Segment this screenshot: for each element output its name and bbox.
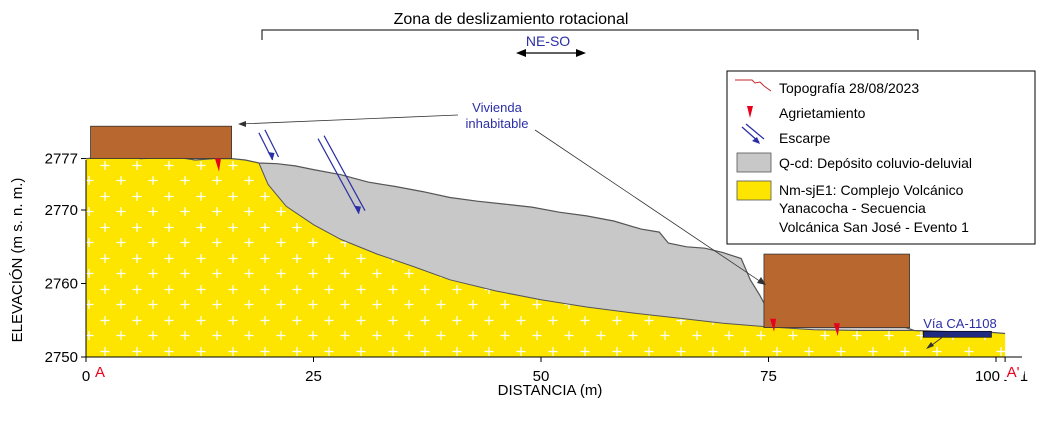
colluvial-deposit-area [258, 163, 915, 331]
scarp-arrow-1 [267, 152, 275, 161]
scarp-arrow-2 [354, 205, 361, 214]
scarp-line-2b [323, 135, 366, 211]
scarp-line-1b [264, 129, 280, 158]
house-label-line-1: Vivienda [472, 100, 522, 115]
y-tick-label-1: 2760 [45, 276, 78, 293]
crack-mark-1 [214, 158, 221, 172]
y-tick-group: 2750 2760 2770 2777 [45, 151, 86, 366]
topography-line-icon [735, 79, 772, 92]
y-tick-label-3: 2777 [45, 151, 78, 168]
landslide-zone-title: Zona de deslizamiento rotacional [394, 11, 629, 28]
direction-arrow-icon [516, 49, 586, 57]
volcanic-swatch-icon [736, 180, 772, 201]
house-block-1 [90, 125, 233, 159]
houses-layer [90, 125, 910, 329]
legend-label-volcanic-3: Volcánica San José - Evento 1 [779, 219, 969, 235]
legend-frame [726, 70, 1036, 245]
road-label: Vía CA-1108 [923, 316, 996, 331]
x-tick-label-4: 100 [975, 368, 1000, 385]
cracks-layer [214, 158, 840, 337]
crack-mark-icon [747, 106, 753, 118]
scarp-line-2a [317, 138, 360, 214]
direction-label: NE-SO [526, 33, 570, 49]
section-end-label: A' [1007, 364, 1020, 381]
legend-label-scarp: Escarpe [779, 130, 831, 146]
crack-mark-2 [770, 318, 777, 332]
legend-label-cracks: Agrietamiento [779, 105, 866, 121]
y-tick-label-2: 2770 [45, 202, 78, 219]
volcanic-unit-texture [86, 155, 1006, 357]
road-leader [926, 332, 949, 349]
house-block-2 [763, 253, 910, 329]
section-start-marker: A [89, 360, 111, 382]
section-end-marker: A' [1001, 359, 1025, 383]
y-tick-label-0: 2750 [45, 349, 78, 366]
legend-label-volcanic-1: Nm-sjE1: Complejo Volcánico [779, 182, 964, 198]
x-tick-label-2: 50 [533, 368, 550, 385]
colluvial-swatch-icon [736, 152, 772, 173]
road-layer [922, 330, 992, 338]
house-label-line-2: inhabitable [466, 116, 529, 131]
scarps-layer [258, 129, 366, 214]
y-axis-label: ELEVACIÓN (m s. n. m.) [9, 178, 26, 343]
scarp-arrows-icon [741, 123, 765, 144]
legend-label-colluvial: Q-cd: Depósito coluvio-deluvial [779, 155, 972, 171]
section-start-label: A [95, 364, 105, 381]
legend-label-topography: Topografía 28/08/2023 [779, 80, 919, 96]
landslide-zone-bracket [261, 29, 919, 40]
legend: Topografía 28/08/2023 Agrietamiento Esca… [726, 70, 1036, 245]
x-tick-label-1: 25 [305, 368, 322, 385]
x-axis-label: DISTANCIA (m) [498, 382, 603, 399]
x-tick-group: 0255075100101 [82, 357, 1028, 385]
crack-mark-3 [833, 323, 840, 337]
road-block [922, 330, 992, 338]
legend-label-volcanic-2: Yanacocha - Secuencia [779, 200, 926, 216]
house-leader-lines [238, 114, 766, 285]
x-tick-label-0: 0 [82, 368, 90, 385]
x-tick-label-3: 75 [760, 368, 777, 385]
axes [85, 160, 1022, 358]
